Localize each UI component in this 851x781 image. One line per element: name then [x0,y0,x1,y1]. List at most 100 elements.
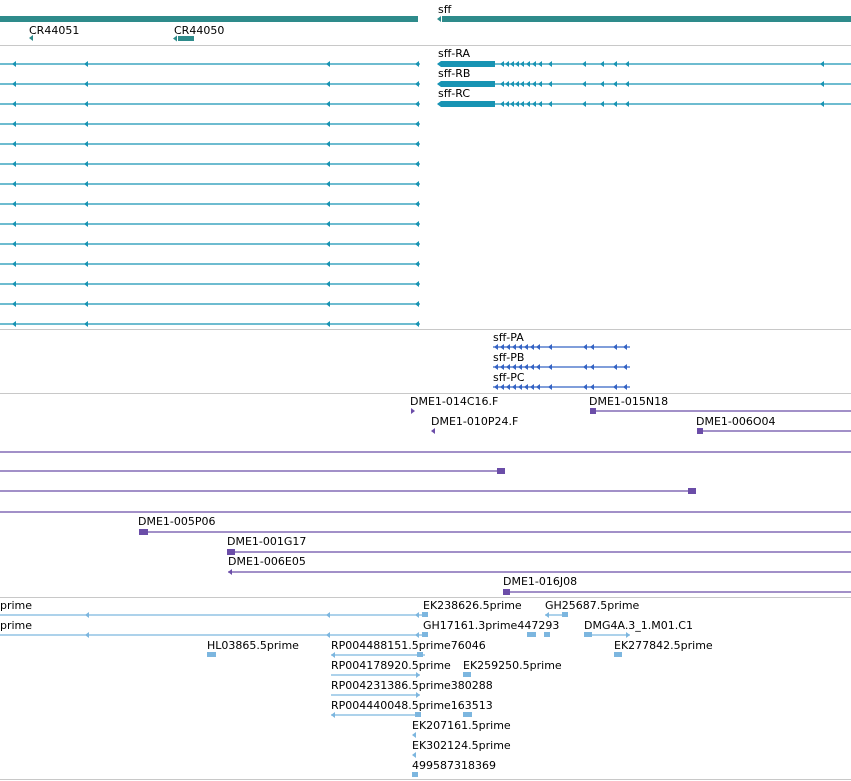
est-label[interactable]: 499587318369 [412,759,496,772]
transcript-glyph-arrow[interactable] [326,161,330,167]
transcript-glyph-arrow[interactable] [820,61,824,67]
est-label[interactable]: EK277842.5prime [614,639,713,652]
transcript-glyph-arrow[interactable] [548,61,552,67]
est-label[interactable]: RP004440048.5prime163513 [331,699,493,712]
transcript-glyph-arrow[interactable] [84,161,88,167]
protein-glyph-arrow[interactable] [590,364,594,370]
transcript-glyph-arrow[interactable] [326,141,330,147]
transcript-glyph-arrow[interactable] [415,241,419,247]
est-glyph-block[interactable] [614,652,622,657]
transcript-glyph-arrow[interactable] [326,81,330,87]
protein-glyph-arrow[interactable] [548,384,552,390]
gene-glyph-cr44050-arrow[interactable] [173,35,177,42]
est-glyph-arrow[interactable] [415,612,419,618]
est-glyph-arrow[interactable] [326,612,330,618]
est-glyph-arrow[interactable] [331,652,335,658]
protein-glyph-arrow[interactable] [500,384,504,390]
protein-glyph-arrow[interactable] [613,364,617,370]
transcript-glyph-arrow[interactable] [538,61,542,67]
transcript-glyph-arrow[interactable] [84,221,88,227]
transcript-glyph-arrow[interactable] [84,121,88,127]
clone-glyph[interactable] [411,408,415,414]
transcript-glyph-arrow[interactable] [12,181,16,187]
transcript-glyph-arrow[interactable] [532,81,536,87]
protein-glyph-arrow[interactable] [524,344,528,350]
clone-glyph[interactable] [228,569,232,575]
est-glyph-arrow[interactable] [416,692,420,698]
transcript-glyph-arrow[interactable] [538,101,542,107]
gene-label-cr44051[interactable]: CR44051 [29,24,80,37]
transcript-glyph-arrow[interactable] [415,221,419,227]
transcript-glyph-arrow[interactable] [526,61,530,67]
transcript-glyph-arrow[interactable] [84,321,88,327]
transcript-glyph-arrow[interactable] [84,261,88,267]
est-glyph-block[interactable] [544,632,550,637]
clone-glyph-end[interactable] [139,529,148,535]
transcript-glyph-arrow[interactable] [12,301,16,307]
protein-glyph-arrow[interactable] [524,364,528,370]
est-glyph-block[interactable] [207,652,216,657]
est-glyph-arrow[interactable] [415,632,419,638]
transcript-glyph-exon[interactable] [441,61,495,67]
transcript-glyph-arrow[interactable] [613,61,617,67]
protein-glyph-arrow[interactable] [530,364,534,370]
transcript-glyph-arrow[interactable] [12,221,16,227]
est-glyph-block[interactable] [584,632,592,637]
est-glyph-arrow[interactable] [416,672,420,678]
transcript-glyph-arrow[interactable] [548,81,552,87]
est-label[interactable]: EK302124.5prime [412,739,511,752]
transcript-glyph-arrow[interactable] [12,61,16,67]
est-label[interactable]: GH25687.5prime [545,599,640,612]
protein-glyph-arrow[interactable] [583,344,587,350]
protein-glyph-arrow[interactable] [623,384,627,390]
est-glyph-arrow[interactable] [412,732,416,738]
protein-glyph-arrow[interactable] [548,344,552,350]
transcript-glyph-arrow[interactable] [582,81,586,87]
est-glyph-arrow[interactable] [331,712,335,718]
transcript-glyph-arrow[interactable] [12,241,16,247]
transcript-glyph-arrow[interactable] [415,61,419,67]
transcript-glyph-arrow[interactable] [600,61,604,67]
clone-label[interactable]: DME1-010P24.F [431,415,519,428]
est-glyph-arrow[interactable] [545,612,549,618]
protein-label-sff-pc[interactable]: sff-PC [493,371,525,384]
protein-glyph-arrow[interactable] [494,344,498,350]
protein-glyph-arrow[interactable] [494,364,498,370]
est-glyph-block[interactable] [415,712,421,717]
transcript-glyph-arrow[interactable] [12,261,16,267]
est-glyph-block[interactable] [412,772,418,777]
protein-glyph-arrow[interactable] [590,344,594,350]
protein-glyph-arrow[interactable] [512,344,516,350]
clone-glyph-end[interactable] [688,488,696,494]
transcript-glyph-arrow[interactable] [415,201,419,207]
est-glyph-block[interactable] [422,632,428,637]
est-glyph-arrow[interactable] [626,632,630,638]
transcript-glyph-arrow[interactable] [415,181,419,187]
transcript-glyph-arrow[interactable] [326,301,330,307]
protein-glyph-arrow[interactable] [500,364,504,370]
transcript-glyph-arrow[interactable] [415,281,419,287]
transcript-glyph-arrow[interactable] [415,81,419,87]
transcript-glyph-arrow[interactable] [84,141,88,147]
transcript-glyph-arrow[interactable] [84,181,88,187]
clone-label[interactable]: DME1-006O04 [696,415,776,428]
transcript-glyph-arrow[interactable] [415,121,419,127]
est-label[interactable]: DMG4A.3_1.M01.C1 [584,619,693,632]
transcript-glyph-arrow[interactable] [510,101,514,107]
transcript-glyph-arrow[interactable] [520,61,524,67]
transcript-glyph-arrow[interactable] [500,101,504,107]
transcript-glyph-arrow[interactable] [84,81,88,87]
est-glyph-arrow[interactable] [85,632,89,638]
gene-glyph-left[interactable] [0,16,418,22]
transcript-glyph-arrow[interactable] [510,81,514,87]
protein-glyph-arrow[interactable] [506,344,510,350]
transcript-glyph-arrow[interactable] [84,101,88,107]
transcript-glyph-arrow[interactable] [625,101,629,107]
protein-glyph-arrow[interactable] [500,344,504,350]
transcript-glyph-arrow[interactable] [600,81,604,87]
transcript-glyph-arrow[interactable] [437,81,441,87]
transcript-glyph-exon[interactable] [441,101,495,107]
transcript-glyph-arrow[interactable] [520,101,524,107]
gene-glyph-sff[interactable] [442,16,851,22]
clone-label[interactable]: DME1-015N18 [589,395,669,408]
